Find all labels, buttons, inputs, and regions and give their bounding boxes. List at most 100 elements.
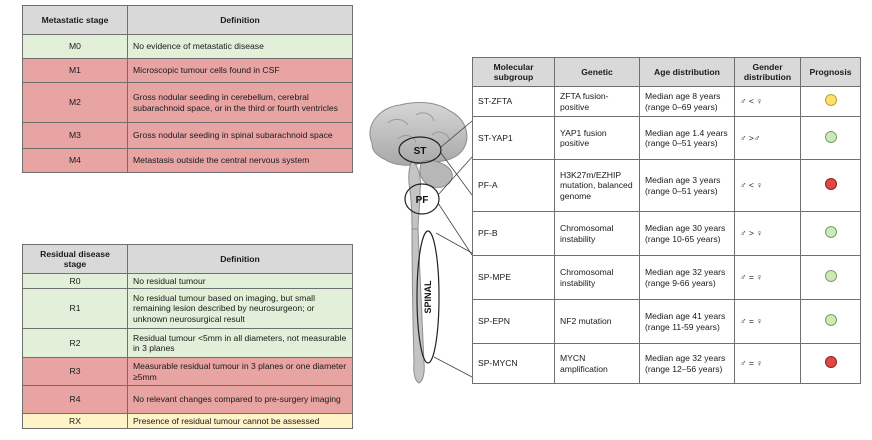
stage-cell: R4 xyxy=(22,385,128,414)
column-header-prognosis: Prognosis xyxy=(800,57,861,87)
stage-cell: M1 xyxy=(22,58,128,83)
prognosis-cell xyxy=(800,343,861,384)
column-header-definition: Definition xyxy=(127,5,353,35)
gender-cell: ♂ < ♀ xyxy=(734,159,801,212)
age-cell: Median age 32 years (range 12–56 years) xyxy=(639,343,735,384)
connector-line xyxy=(440,120,473,148)
connector-line xyxy=(433,356,473,378)
table-row: M4 Metastasis outside the central nervou… xyxy=(22,148,353,173)
cerebrum-shape xyxy=(369,102,468,166)
table-row: R0 No residual tumour xyxy=(22,273,353,289)
metastatic-stage-table: Metastatic stage Definition M0 No eviden… xyxy=(22,5,353,173)
table-row: R4 No relevant changes compared to pre-s… xyxy=(22,385,353,414)
spinal-label: SPINAL xyxy=(423,280,433,314)
prognosis-cell xyxy=(800,255,861,300)
definition-cell: No residual tumour xyxy=(127,273,353,289)
table-row: ST-YAP1 YAP1 fusion positive Median age … xyxy=(472,116,861,160)
genetic-cell: Chromosomal instability xyxy=(554,211,640,256)
table-header-row: Metastatic stage Definition xyxy=(22,5,353,35)
age-cell: Median age 3 years (range 0–51 years) xyxy=(639,159,735,212)
table-row: M2 Gross nodular seeding in cerebellum, … xyxy=(22,82,353,123)
prognosis-good-icon xyxy=(824,226,837,239)
stage-cell: R3 xyxy=(22,357,128,386)
stage-cell: M4 xyxy=(22,148,128,173)
st-label: ST xyxy=(414,146,427,157)
prognosis-intermediate-icon xyxy=(824,94,837,107)
table-row: PF-B Chromosomal instability Median age … xyxy=(472,211,861,256)
subgroup-cell: SP-MYCN xyxy=(472,343,555,384)
genetic-cell: MYCN amplification xyxy=(554,343,640,384)
stage-cell: R0 xyxy=(22,273,128,289)
table-row: M1 Microscopic tumour cells found in CSF xyxy=(22,58,353,83)
st-region-outline xyxy=(398,136,442,164)
age-cell: Median age 1.4 years (range 0–51 years) xyxy=(639,116,735,160)
gender-cell: ♂ = ♀ xyxy=(734,255,801,300)
spinal-region-outline xyxy=(416,230,440,364)
prognosis-poor-icon xyxy=(824,356,837,369)
table-row: SP-MPE Chromosomal instability Median ag… xyxy=(472,255,861,300)
stage-cell: R1 xyxy=(22,288,128,329)
column-header-genetic: Genetic xyxy=(554,57,640,87)
definition-cell: Presence of residual tumour cannot be as… xyxy=(127,413,353,429)
stage-cell: M0 xyxy=(22,34,128,59)
gender-cell: ♂ = ♀ xyxy=(734,299,801,344)
prognosis-cell xyxy=(800,211,861,256)
definition-cell: Residual tumour <5mm in all diameters, n… xyxy=(127,328,353,358)
prognosis-good-icon xyxy=(824,270,837,283)
table-row: ST-ZFTA ZFTA fusion-positive Median age … xyxy=(472,86,861,117)
column-header-subgroup: Molecular subgroup xyxy=(472,57,555,87)
gender-cell: ♂ > ♀ xyxy=(734,211,801,256)
prognosis-poor-icon xyxy=(824,178,837,191)
table-row: M3 Gross nodular seeding in spinal subar… xyxy=(22,122,353,149)
brain-spine-illustration: ST PF SPINAL xyxy=(369,102,473,384)
definition-cell: No relevant changes compared to pre-surg… xyxy=(127,385,353,414)
definition-cell: Measurable residual tumour in 3 planes o… xyxy=(127,357,353,386)
connector-line xyxy=(435,232,473,254)
genetic-cell: Chromosomal instability xyxy=(554,255,640,300)
column-header-age: Age distribution xyxy=(639,57,735,87)
definition-cell: Metastasis outside the central nervous s… xyxy=(127,148,353,173)
table-row: R1 No residual tumour based on imaging, … xyxy=(22,288,353,329)
brain-folds xyxy=(387,112,451,144)
spinal-cord-shape xyxy=(411,228,425,384)
genetic-cell: H3K27m/EZHIP mutation, balanced genome xyxy=(554,159,640,212)
pf-region-outline xyxy=(404,183,440,215)
subgroup-cell: SP-EPN xyxy=(472,299,555,344)
stage-cell: RX xyxy=(22,413,128,429)
subgroup-cell: SP-MPE xyxy=(472,255,555,300)
prognosis-good-icon xyxy=(824,130,837,143)
table-row: R3 Measurable residual tumour in 3 plane… xyxy=(22,357,353,386)
column-header-stage: Residual disease stage xyxy=(22,244,128,274)
pf-label: PF xyxy=(416,195,429,206)
connector-line xyxy=(437,156,473,196)
prognosis-cell xyxy=(800,159,861,212)
molecular-subgroup-table: Molecular subgroup Genetic Age distribut… xyxy=(472,57,861,384)
stage-cell: M3 xyxy=(22,122,128,149)
table-row: RX Presence of residual tumour cannot be… xyxy=(22,413,353,429)
definition-cell: Gross nodular seeding in cerebellum, cer… xyxy=(127,82,353,123)
prognosis-cell xyxy=(800,116,861,160)
residual-disease-table: Residual disease stage Definition R0 No … xyxy=(22,244,353,429)
table-header-row: Molecular subgroup Genetic Age distribut… xyxy=(472,57,861,87)
age-cell: Median age 30 years (range 10-65 years) xyxy=(639,211,735,256)
age-cell: Median age 8 years (range 0–69 years) xyxy=(639,86,735,117)
table-header-row: Residual disease stage Definition xyxy=(22,244,353,274)
stage-cell: R2 xyxy=(22,328,128,358)
table-row: M0 No evidence of metastatic disease xyxy=(22,34,353,59)
gender-cell: ♂ = ♀ xyxy=(734,343,801,384)
age-cell: Median age 41 years (range 11-59 years) xyxy=(639,299,735,344)
cerebellum-shape xyxy=(419,160,453,188)
genetic-cell: NF2 mutation xyxy=(554,299,640,344)
definition-cell: Microscopic tumour cells found in CSF xyxy=(127,58,353,83)
prognosis-good-icon xyxy=(824,314,837,327)
genetic-cell: YAP1 fusion positive xyxy=(554,116,640,160)
table-row: R2 Residual tumour <5mm in all diameters… xyxy=(22,328,353,358)
column-header-definition: Definition xyxy=(127,244,353,274)
prognosis-cell xyxy=(800,86,861,117)
definition-cell: No residual tumour based on imaging, but… xyxy=(127,288,353,329)
connector-line xyxy=(437,202,473,256)
genetic-cell: ZFTA fusion-positive xyxy=(554,86,640,117)
gender-cell: ♂ >♂ xyxy=(734,116,801,160)
subgroup-cell: PF-A xyxy=(472,159,555,212)
prognosis-cell xyxy=(800,299,861,344)
